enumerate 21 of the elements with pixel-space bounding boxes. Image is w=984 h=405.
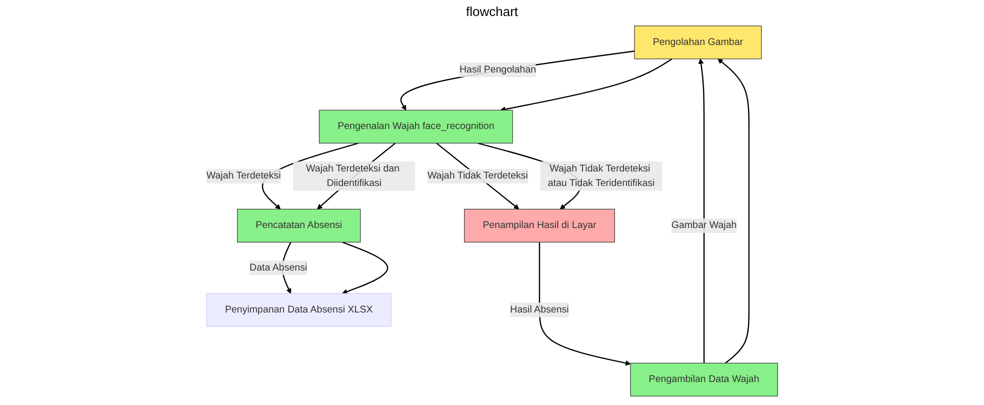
arrow <box>500 58 672 112</box>
arrow <box>538 242 631 366</box>
edge-label: Wajah Terdeteksi dan Diidentifikasi <box>306 163 400 188</box>
node-box: Penampilan Hasil di Layar <box>464 208 615 242</box>
edge-label: Gambar Wajah <box>671 220 737 231</box>
node-box: Pengenalan Wajah face_recognition <box>318 110 513 144</box>
edge-label: Hasil Absensi <box>510 304 569 315</box>
edge-label: Wajah Tidak Terdeteksi <box>427 170 528 182</box>
edge-label: Data Absensi <box>250 262 308 273</box>
arrow <box>718 58 750 364</box>
arrow <box>342 242 388 294</box>
edge-label: Wajah Terdeteksi <box>206 170 281 182</box>
edge-label: Wajah Tidak Terdeteksi atau Tidak Teridentifikasi <box>548 163 655 188</box>
arrow <box>400 50 635 110</box>
node-box: Penyimpanan Data Absensi XLSX <box>206 293 392 327</box>
diagram-title: flowchart <box>466 4 518 19</box>
node-box: Pencatatan Absensi <box>237 208 361 242</box>
edge-label: Hasil Pengolahan <box>459 64 536 75</box>
node-box: Pengambilan Data Wajah <box>630 362 778 396</box>
node-box: Pengolahan Gambar <box>634 26 762 60</box>
arrow <box>698 58 705 364</box>
